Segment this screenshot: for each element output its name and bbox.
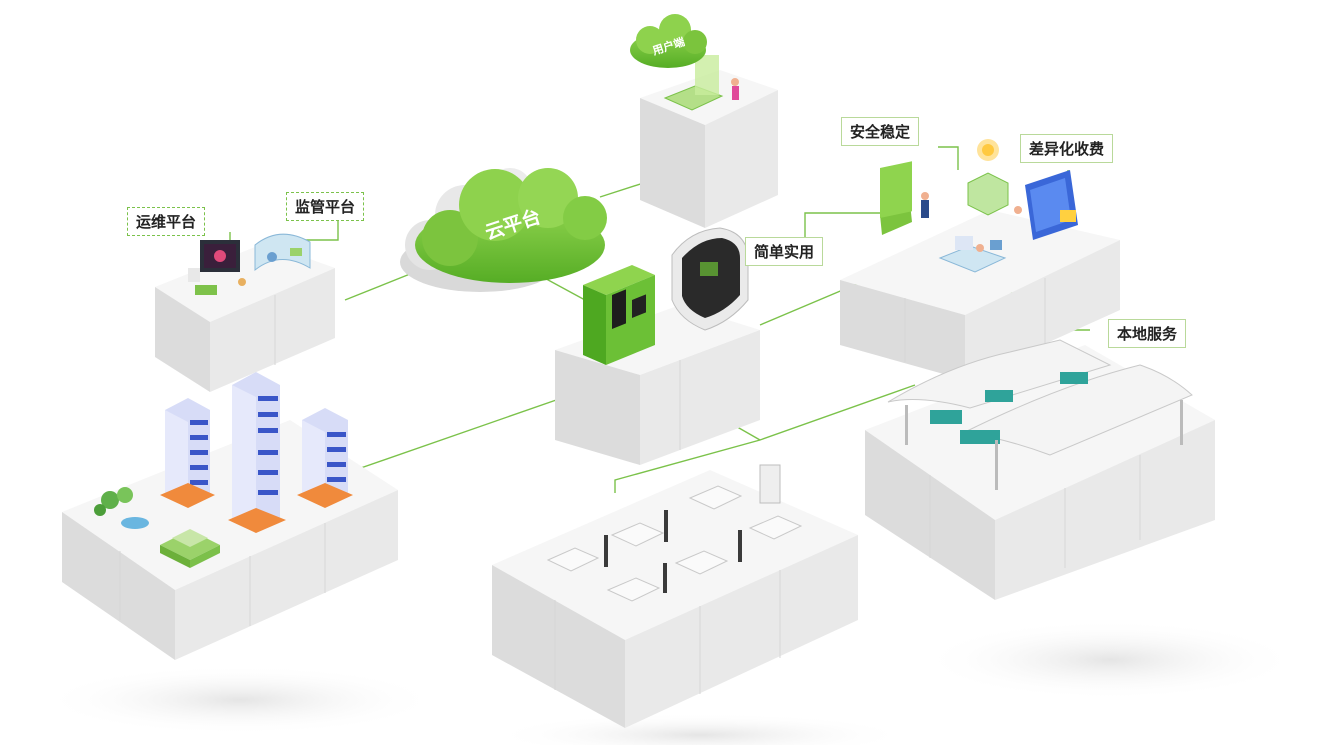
shadow [40, 665, 440, 735]
dc-charger-icon [583, 265, 655, 365]
shadow [920, 620, 1300, 700]
feature-local-label: 本地服务 [1108, 319, 1187, 348]
ac-charger-icon [671, 227, 749, 331]
cloud-platform-icon [400, 168, 607, 292]
trees-icon [94, 487, 149, 529]
parking-car-icon [546, 485, 803, 602]
shadow [490, 713, 910, 745]
ops-platform-label: 运维平台 [127, 207, 206, 236]
ev-car-icon [160, 529, 220, 568]
pricing-screen-icon [1014, 170, 1078, 240]
supervision-platform-label: 监管平台 [286, 192, 365, 221]
feature-pricing-label: 差异化收费 [1020, 134, 1114, 163]
clipboard-icon [880, 161, 929, 235]
bulb-icon [967, 139, 1009, 216]
carport-roof-icon [887, 339, 1193, 490]
building-icon [228, 372, 286, 533]
parking-cube [492, 470, 858, 728]
feature-simple-label: 简单实用 [745, 237, 824, 266]
building-icon [297, 408, 353, 508]
user-terminal-icon [663, 55, 739, 111]
holo-screen-icon [254, 233, 311, 272]
building-icon [160, 398, 215, 508]
charging-post-icon [604, 464, 781, 593]
feature-safe-label: 安全稳定 [841, 117, 920, 146]
monitor-dashboard-icon [188, 240, 246, 295]
service-desk-icon [938, 236, 1007, 273]
user-cloud-icon [630, 14, 707, 68]
